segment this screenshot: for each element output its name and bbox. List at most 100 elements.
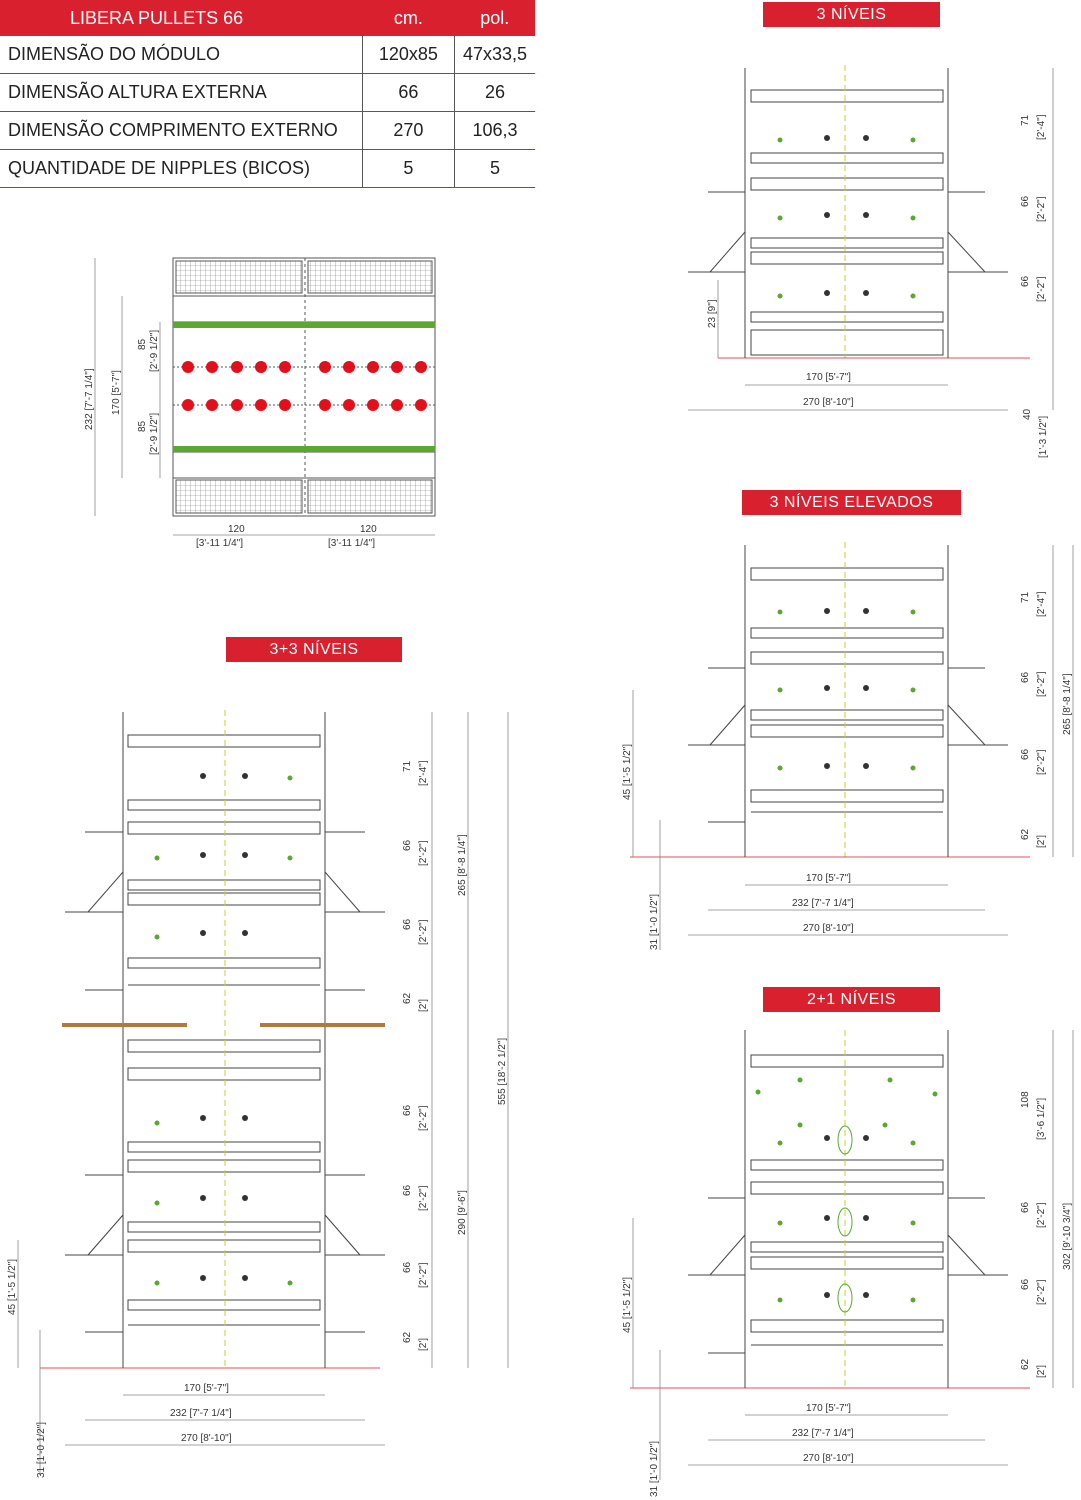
ne-dim-71: 71 <box>1020 591 1031 603</box>
cage-3-3-niveis-nipples <box>154 773 293 1286</box>
n33-dim-66b-c: [2'-2"] <box>418 1105 429 1131</box>
n33-dim-66-a: 66 <box>402 839 413 851</box>
plan-mesh-tl <box>175 260 303 294</box>
nipple-dot <box>206 361 218 373</box>
nipple-dot <box>279 399 291 411</box>
ne-dim-71b: [2'-4"] <box>1036 591 1047 617</box>
plan-dim-120b-b: [3'-11 1/4"] <box>328 538 375 549</box>
ne-dim-66b-b: [2'-2"] <box>1036 749 1047 775</box>
cage-3-3-niveis-dims <box>17 712 509 1475</box>
title-2-1-niveis: 2+1 NÍVEIS <box>763 987 940 1012</box>
walkway-left <box>62 1023 187 1027</box>
top-view-plan <box>172 257 436 517</box>
n3-dim-40: 40 <box>1022 408 1033 420</box>
n33-dim-71: 71 <box>402 760 413 772</box>
nipple-dot <box>415 399 427 411</box>
plan-mesh-br <box>307 479 433 514</box>
table-row: DIMENSÃO COMPRIMENTO EXTERNO 270 106,3 <box>0 111 535 150</box>
ne-dim-62b: [2'] <box>1036 835 1047 848</box>
nipple-dot <box>206 399 218 411</box>
n33-dim-66b-e: [2'-2"] <box>418 1262 429 1288</box>
n33-dim-232: 232 [7'-7 1/4"] <box>170 1408 232 1419</box>
nipple-dot <box>367 361 379 373</box>
cage-3-niveis <box>688 65 1030 359</box>
n21-dim-45: 45 [1'-5 1/2"] <box>622 1277 633 1333</box>
cage-3-niveis-elevados <box>630 542 1030 858</box>
n3-dim-71: 71 <box>1020 114 1031 126</box>
n33-dim-66b-b: [2'-2"] <box>418 919 429 945</box>
ne-dim-66-a: 66 <box>1020 671 1031 683</box>
n3-dim-66b-b: [2'-2"] <box>1036 276 1047 302</box>
n21-dim-66-b: 66 <box>1020 1278 1031 1290</box>
cage-3-niveis-dims <box>688 68 1054 411</box>
table-title: LIBERA PULLETS 66 <box>0 0 363 36</box>
spec-table: LIBERA PULLETS 66 cm. pol. DIMENSÃO DO M… <box>0 0 535 188</box>
nipple-dot <box>319 399 331 411</box>
plan-dim-232: 232 [7'-7 1/4"] <box>84 368 95 430</box>
n33-dim-265: 265 [8'-8 1/4"] <box>457 834 468 896</box>
n33-dim-270: 270 [8'-10"] <box>181 1433 232 1444</box>
row-label: DIMENSÃO ALTURA EXTERNA <box>0 73 363 112</box>
n21-dim-302: 302 [9'-10 3/4"] <box>1062 1203 1073 1270</box>
n21-dim-270: 270 [8'-10"] <box>803 1453 854 1464</box>
n33-dim-45: 45 [1'-5 1/2"] <box>7 1259 18 1315</box>
n33-dim-66-d: 66 <box>402 1184 413 1196</box>
nipple-dot <box>255 361 267 373</box>
nipple-dot <box>343 399 355 411</box>
spec-table-header: LIBERA PULLETS 66 cm. pol. <box>0 0 535 36</box>
n33-dim-66b-a: [2'-2"] <box>418 840 429 866</box>
nipple-dot <box>182 399 194 411</box>
col-pol-header: pol. <box>454 0 535 36</box>
plan-dim-120-b: 120 <box>360 524 377 535</box>
n3-dim-71b: [2'-4"] <box>1036 114 1047 140</box>
nipple-dot <box>231 361 243 373</box>
ne-dim-62: 62 <box>1020 828 1031 840</box>
plan-outline <box>172 257 436 517</box>
nipple-dot <box>391 361 403 373</box>
n21-dim-108: 108 <box>1020 1091 1031 1108</box>
nipple-dot <box>255 399 267 411</box>
table-row: QUANTIDADE DE NIPPLES (BICOS) 5 5 <box>0 149 535 188</box>
ne-dim-232: 232 [7'-7 1/4"] <box>792 898 854 909</box>
n33-dim-170: 170 [5'-7"] <box>184 1383 229 1394</box>
plan-dim-85-a: 85 <box>137 338 148 350</box>
cage-2-1-niveis-dims <box>632 1030 1074 1480</box>
row-cm: 66 <box>361 73 455 112</box>
row-label: DIMENSÃO COMPRIMENTO EXTERNO <box>0 111 363 150</box>
n21-dim-232: 232 [7'-7 1/4"] <box>792 1428 854 1439</box>
n21-dim-66b-a: [2'-2"] <box>1036 1202 1047 1228</box>
nipple-dot <box>231 399 243 411</box>
n33-dim-555: 555 [18'-2 1/2"] <box>497 1038 508 1105</box>
table-row: DIMENSÃO DO MÓDULO 120x85 47x33,5 <box>0 36 535 74</box>
row-pol: 5 <box>453 149 535 188</box>
plan-feeder-bottom <box>173 446 435 452</box>
ne-dim-66b-a: [2'-2"] <box>1036 671 1047 697</box>
cage-3-niveis-elevados-nipples <box>777 608 916 771</box>
cage-3-niveis-nipples <box>777 135 916 299</box>
n21-dim-108b: [3'-6 1/2"] <box>1036 1098 1047 1140</box>
cage-3-3-niveis <box>40 710 385 1369</box>
plan-dim-120-a: 120 <box>228 524 245 535</box>
nipple-dot <box>279 361 291 373</box>
n3-dim-170: 170 [5'-7"] <box>806 372 851 383</box>
n3-dim-66b-a: [2'-2"] <box>1036 196 1047 222</box>
nipple-dot <box>391 399 403 411</box>
ne-dim-31: 31 [1'-0 1/2"] <box>649 894 660 950</box>
n3-dim-66-b: 66 <box>1020 275 1031 287</box>
plan-dim-85b-a: [2'-9 1/2"] <box>149 330 160 372</box>
n33-dim-62-a: 62 <box>402 992 413 1004</box>
n21-dim-66-a: 66 <box>1020 1201 1031 1213</box>
title-3-niveis: 3 NÍVEIS <box>763 2 940 27</box>
nipple-dot <box>343 361 355 373</box>
row-cm: 120x85 <box>361 36 455 74</box>
plan-dim-85b-b: [2'-9 1/2"] <box>149 413 160 455</box>
plan-mesh-tr <box>307 260 433 294</box>
n3-dim-40b: [1'-3 1/2"] <box>1038 416 1049 458</box>
n33-dim-62b-b: [2'] <box>418 1338 429 1351</box>
n33-dim-290: 290 [9'-6"] <box>457 1190 468 1235</box>
plan-dimensions <box>94 258 435 536</box>
n3-dim-23: 23 [9"] <box>707 299 718 328</box>
plan-dim-120b-a: [3'-11 1/4"] <box>196 538 243 549</box>
ne-dim-270: 270 [8'-10"] <box>803 923 854 934</box>
